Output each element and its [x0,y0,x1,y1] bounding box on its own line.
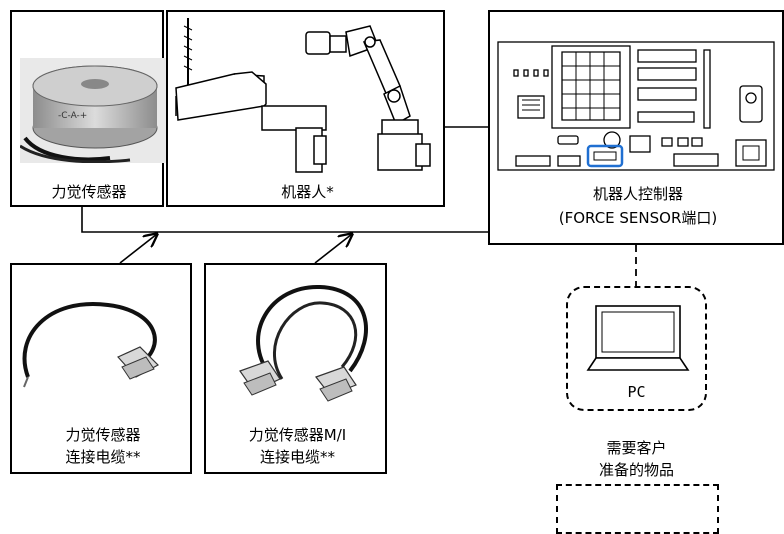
svg-text:-C-A-+: -C-A-+ [58,111,87,121]
sensor-cable-label-line1: 力觉传感器 [65,426,141,444]
force-sensor-box: -C-A-+ 力觉传感器 [10,10,170,207]
force-sensor-port-highlight [586,144,624,168]
six-axis-robot-image [305,25,431,171]
customer-prepared-line2: 准备的物品 [598,461,674,479]
mi-cable-box: 力觉传感器M/I 连接电缆** [204,263,387,474]
laptop-icon [586,305,690,371]
pc-label: PC [627,383,646,401]
sensor-cable-box: 力觉传感器 连接电缆** [10,263,192,474]
robot-box: 机器人* [166,10,445,207]
sensor-cable-label-line2: 连接电缆** [65,448,141,466]
mi-cable-label-line1: 力觉传感器M/I [248,426,347,444]
controller-box: 机器人控制器 (FORCE SENSOR端口) [488,10,784,245]
force-sensor-image: -C-A-+ [20,58,170,163]
controller-label-line2: (FORCE SENSOR端口) [558,209,718,227]
force-sensor-label: 力觉传感器 [51,183,127,201]
controller-label-line1: 机器人控制器 [592,185,683,203]
pc-dashed-box: PC [566,286,707,411]
scara-robot-image [175,18,327,173]
sensor-cable-image [22,301,159,388]
connection-lines [81,126,637,286]
legend-dashed-box [556,484,719,534]
sensor-bus-line [81,205,488,233]
controller-image [497,41,775,171]
mi-cable-image [239,284,368,402]
robot-label: 机器人* [281,183,334,201]
sensor-cable-arrow [119,234,157,264]
customer-prepared-line1: 需要客户 [606,439,667,457]
mi-cable-arrow [314,234,352,264]
mi-cable-label-line2: 连接电缆** [259,448,335,466]
